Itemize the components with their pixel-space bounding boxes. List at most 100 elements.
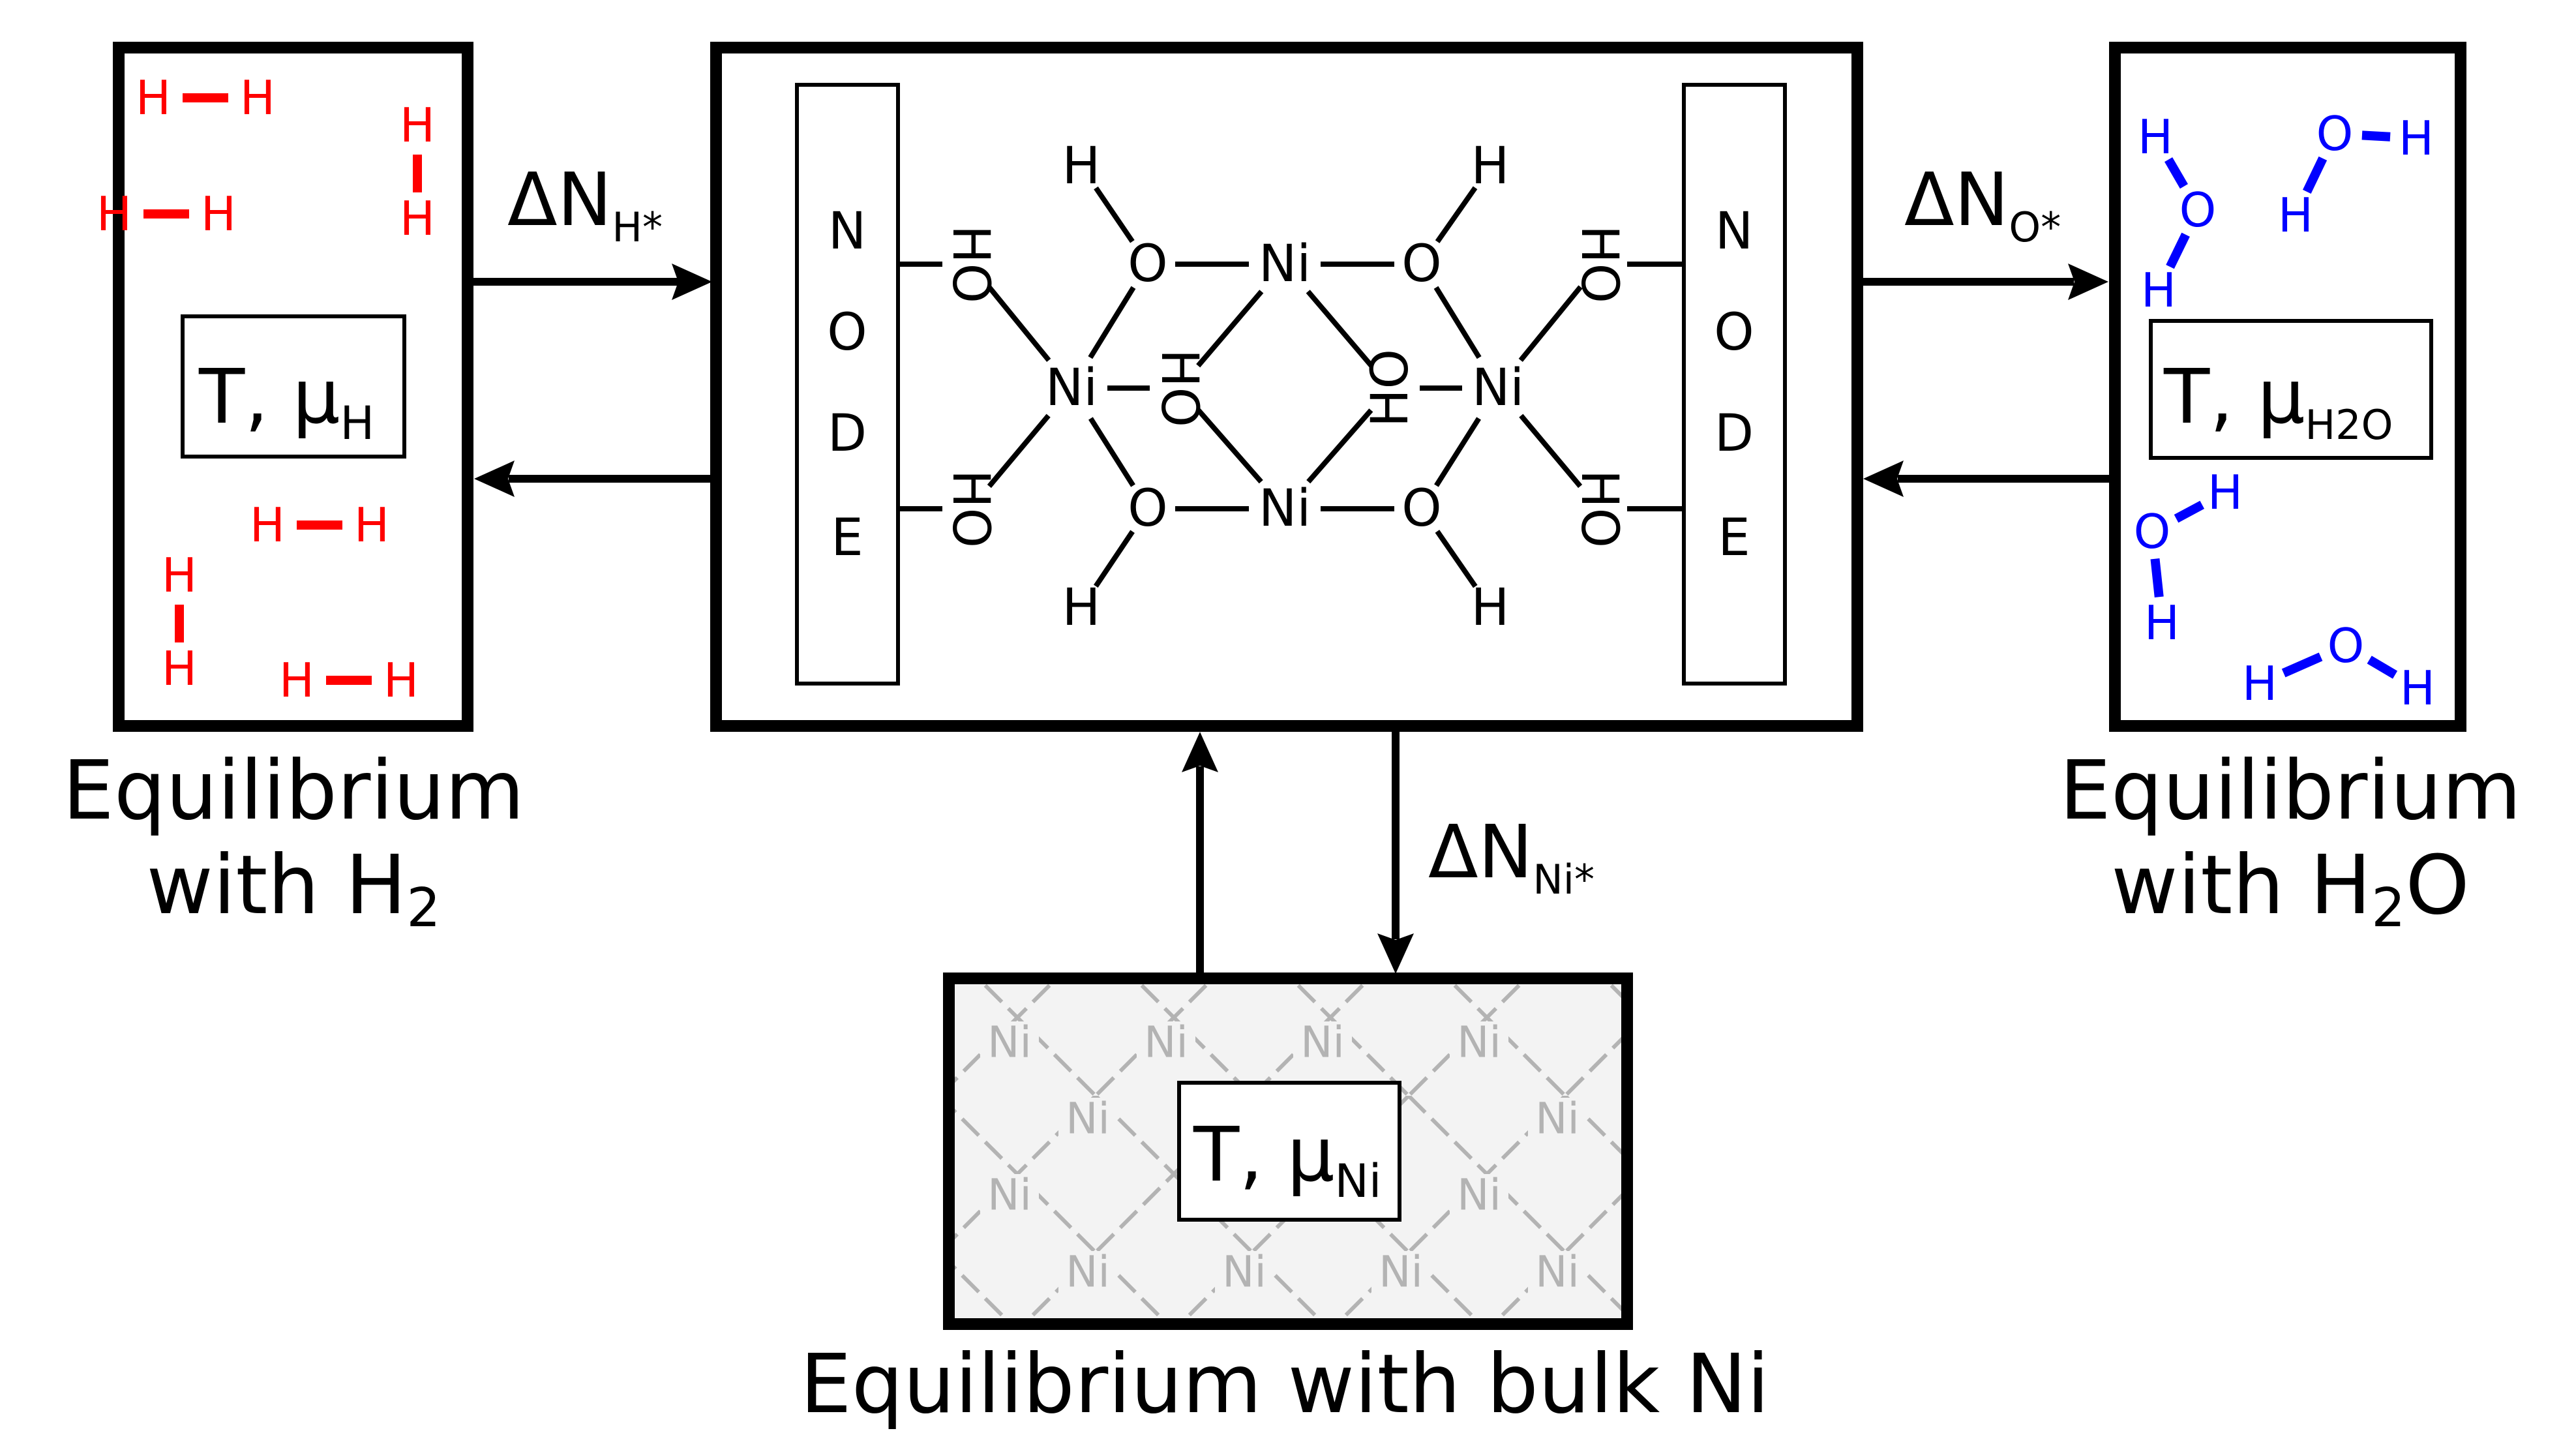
h2-atom: H bbox=[97, 187, 132, 241]
h2o-hydrogen: H bbox=[2399, 111, 2434, 166]
cluster-nickel: Ni bbox=[1472, 359, 1524, 417]
cluster-bond bbox=[1094, 186, 1135, 243]
ni-atom-backdrop bbox=[1137, 1021, 1195, 1063]
arrow-h-in-head bbox=[672, 264, 712, 300]
node-letter: N bbox=[1715, 202, 1753, 261]
ni-condition-label: T, μNi bbox=[1193, 1111, 1381, 1208]
cluster-hydrogen: H bbox=[1062, 579, 1101, 637]
arrow-o-in-head bbox=[2068, 264, 2108, 300]
ni-atom-backdrop bbox=[1450, 1174, 1508, 1216]
h2-atom: H bbox=[250, 498, 285, 552]
ni-atom-backdrop bbox=[980, 1174, 1039, 1216]
arrow-o-out-head bbox=[1863, 460, 1904, 497]
cluster-bond bbox=[1306, 408, 1373, 484]
hydroxyl-label: HO bbox=[941, 225, 1000, 303]
cluster-nickel: Ni bbox=[1259, 479, 1311, 538]
arrow-h-out-head bbox=[474, 460, 515, 497]
cluster-bond bbox=[1196, 290, 1264, 368]
h2-atom: H bbox=[162, 548, 197, 603]
node-left bbox=[795, 83, 900, 686]
exchange-arrows bbox=[468, 264, 2115, 978]
node-letter: O bbox=[1714, 303, 1754, 362]
node-letter: D bbox=[1715, 404, 1754, 463]
h2o-caption: Equilibrium bbox=[2059, 744, 2521, 838]
h2o-hydrogen: H bbox=[2400, 661, 2435, 716]
h2o-hydrogen: H bbox=[2208, 465, 2243, 520]
hydroxyl-label: HO bbox=[941, 470, 1000, 548]
cluster-hydrogen: H bbox=[1471, 137, 1510, 196]
h2o-oxygen: O bbox=[2134, 504, 2171, 559]
cluster-bond bbox=[1093, 530, 1135, 588]
h2o-bond bbox=[2361, 130, 2391, 142]
ni-reservoir-box bbox=[943, 973, 1633, 1330]
h2-atom: H bbox=[279, 653, 314, 708]
cluster-nickel: Ni bbox=[1045, 359, 1098, 417]
ni-lattice-atom: Ni bbox=[1066, 1094, 1110, 1144]
cluster-bond bbox=[987, 414, 1051, 489]
node-letter: D bbox=[828, 404, 867, 463]
ni-lattice-atom: Ni bbox=[1457, 1018, 1501, 1068]
arrow-ni-down-head bbox=[1377, 933, 1414, 974]
cluster-bond bbox=[1088, 286, 1136, 359]
arrow-ni-up-head bbox=[1182, 732, 1218, 772]
ni-lattice-atom: Ni bbox=[1066, 1247, 1110, 1297]
ni-lattice-atom: Ni bbox=[1144, 1018, 1188, 1068]
hydroxyl-label: HO bbox=[1570, 470, 1628, 548]
cluster-bond bbox=[1433, 286, 1482, 359]
h2-atom: H bbox=[400, 191, 435, 246]
cluster-bond bbox=[1435, 530, 1478, 588]
h2o-bond bbox=[2174, 500, 2205, 523]
ni-lattice-atom: Ni bbox=[987, 1018, 1032, 1068]
flux-hydrogen-label: ΔNH* bbox=[507, 158, 663, 251]
h2o-condition-box bbox=[2149, 319, 2433, 460]
node-letter: N bbox=[828, 202, 866, 261]
cluster-oxygen: O bbox=[1128, 479, 1167, 538]
h2-condition-label: T, μH bbox=[198, 354, 374, 450]
h2-condition-box bbox=[181, 314, 406, 459]
cluster-bond bbox=[1088, 417, 1135, 487]
h2o-oxygen: O bbox=[2328, 618, 2365, 673]
h2-atom: H bbox=[136, 70, 171, 125]
h2o-condition-label: T, μH2O bbox=[2163, 354, 2393, 449]
h2-atom: H bbox=[354, 498, 389, 552]
h2o-oxygen: O bbox=[2179, 183, 2217, 237]
hydroxyl-label: HO bbox=[1570, 225, 1628, 303]
h2o-hydrogen: H bbox=[2138, 110, 2173, 164]
node-letter: E bbox=[831, 509, 863, 567]
ni-atom-backdrop bbox=[980, 1021, 1039, 1063]
ni-atom-backdrop bbox=[1371, 1251, 1430, 1293]
h2-atom: H bbox=[201, 187, 236, 241]
cluster-bond bbox=[1434, 417, 1481, 487]
cluster-bond bbox=[987, 285, 1051, 362]
ni-lattice-atom: Ni bbox=[1535, 1247, 1580, 1297]
cluster-bond bbox=[1435, 186, 1478, 243]
flux-nickel-label: ΔNNi* bbox=[1428, 810, 1595, 903]
ni-atom-backdrop bbox=[1058, 1098, 1117, 1139]
h2o-bond bbox=[2302, 156, 2328, 194]
node-letter: E bbox=[1718, 509, 1750, 567]
ni-atom-backdrop bbox=[1528, 1098, 1587, 1139]
cluster-bonds bbox=[898, 186, 1684, 588]
h2-caption-line2: with H2 bbox=[146, 838, 440, 939]
h2-atom: H bbox=[240, 70, 275, 125]
flux-oxygen-label: ΔNO* bbox=[1904, 158, 2061, 251]
ni-atom-backdrop bbox=[1293, 1021, 1352, 1063]
h2o-hydrogen: H bbox=[2278, 188, 2313, 243]
h2o-bond bbox=[2281, 652, 2323, 678]
ni-atom-backdrop bbox=[1528, 1251, 1587, 1293]
ni-lattice-atom: Ni bbox=[1379, 1247, 1423, 1297]
ni-lattice-atom: Ni bbox=[1222, 1247, 1266, 1297]
hydroxyl-label: HO bbox=[1361, 349, 1420, 427]
cluster-oxygen: O bbox=[1401, 235, 1441, 294]
h2o-bond bbox=[2367, 656, 2398, 679]
ni-lattice-atom: Ni bbox=[1457, 1170, 1501, 1220]
